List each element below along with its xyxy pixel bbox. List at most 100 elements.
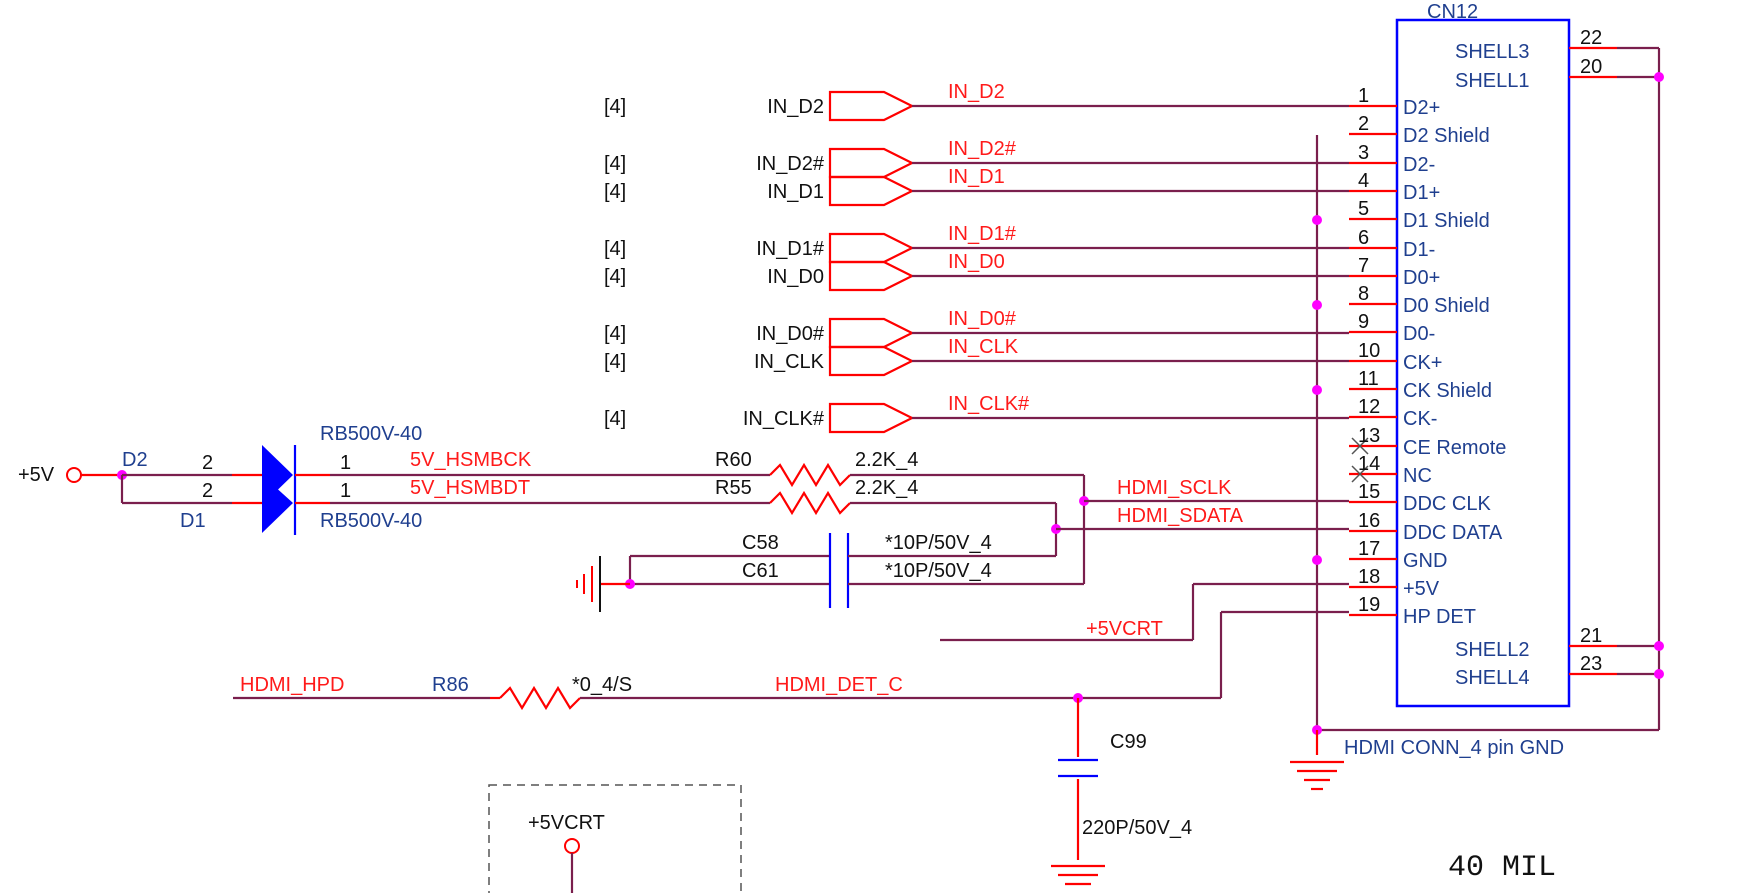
net-hpd: HDMI_HPD bbox=[240, 674, 344, 696]
net-label: IN_D1# bbox=[948, 223, 1017, 245]
r60-ref: R60 bbox=[715, 449, 752, 471]
port-symbol bbox=[828, 147, 915, 179]
box-5vcrt-terminal bbox=[564, 838, 580, 854]
port-symbol bbox=[828, 317, 915, 349]
pin-number: 7 bbox=[1358, 255, 1369, 277]
junction bbox=[1654, 669, 1664, 679]
net-5vcrt: +5VCRT bbox=[1086, 618, 1163, 640]
pin-name: CE Remote bbox=[1403, 437, 1506, 459]
pin-number: 17 bbox=[1358, 538, 1380, 560]
pin-name: D2+ bbox=[1403, 97, 1440, 119]
pin-number: 15 bbox=[1358, 481, 1380, 503]
ground-symbol bbox=[1290, 730, 1344, 791]
net-sclk: HDMI_SCLK bbox=[1117, 477, 1232, 499]
port-name: IN_D2# bbox=[756, 153, 825, 175]
port-symbol bbox=[828, 175, 915, 207]
pin-number: 9 bbox=[1358, 311, 1369, 333]
d2-ref: D2 bbox=[122, 449, 148, 471]
connector-pin: 19 HP DET bbox=[1349, 594, 1476, 628]
pin-number: 4 bbox=[1358, 170, 1369, 192]
r86-ref: R86 bbox=[432, 674, 469, 696]
port-name: IN_D2 bbox=[767, 96, 824, 118]
resistor-r86 bbox=[499, 685, 581, 711]
c61-value: *10P/50V_4 bbox=[885, 560, 992, 582]
connector-ref: CN12 bbox=[1427, 1, 1478, 23]
c58-value: *10P/50V_4 bbox=[885, 532, 992, 554]
junction bbox=[1312, 215, 1322, 225]
box-5vcrt-label: +5VCRT bbox=[528, 812, 605, 834]
d1-ref: D1 bbox=[180, 510, 206, 532]
pin-number: 13 bbox=[1358, 425, 1380, 447]
junction bbox=[1312, 300, 1322, 310]
pin-name: D0+ bbox=[1403, 267, 1440, 289]
pin-number: 1 bbox=[1358, 85, 1369, 107]
pin-number: 2 bbox=[1358, 113, 1369, 135]
pin-number: 6 bbox=[1358, 227, 1369, 249]
d2-pin2: 2 bbox=[202, 452, 213, 474]
port-symbol bbox=[828, 232, 915, 264]
pin-number: 12 bbox=[1358, 396, 1380, 418]
net-label: IN_D1 bbox=[948, 166, 1005, 188]
connector-pin: 8 D0 Shield bbox=[1349, 283, 1490, 317]
resistor-r55 bbox=[769, 490, 851, 516]
net-label: IN_CLK bbox=[948, 336, 1019, 358]
pin-number: 10 bbox=[1358, 340, 1380, 362]
d1-part: RB500V-40 bbox=[320, 510, 422, 532]
pin-number: 8 bbox=[1358, 283, 1369, 305]
d1-pin1: 1 bbox=[340, 480, 351, 502]
pin-name: GND bbox=[1403, 550, 1447, 572]
pin-name: D0 Shield bbox=[1403, 295, 1490, 317]
v5-terminal bbox=[66, 467, 82, 483]
port-ref: [4] bbox=[604, 96, 626, 118]
pin-number: 5 bbox=[1358, 198, 1369, 220]
pin-number: 23 bbox=[1580, 653, 1602, 675]
resistor-r60 bbox=[769, 462, 851, 488]
pin-name: DDC CLK bbox=[1403, 493, 1491, 515]
pin-name: SHELL3 bbox=[1455, 41, 1530, 63]
net-det: HDMI_DET_C bbox=[775, 674, 903, 696]
r55-value: 2.2K_4 bbox=[855, 477, 918, 499]
r86-value: *0_4/S bbox=[572, 674, 632, 696]
port-ref: [4] bbox=[604, 181, 626, 203]
c61-ref: C61 bbox=[742, 560, 779, 582]
pin-number: 19 bbox=[1358, 594, 1380, 616]
diode-d1-symbol bbox=[262, 475, 293, 533]
port-name: IN_CLK# bbox=[743, 408, 825, 430]
port-name: IN_CLK bbox=[754, 351, 825, 373]
c58-ref: C58 bbox=[742, 532, 779, 554]
pin-name: HP DET bbox=[1403, 606, 1476, 628]
pin-name: +5V bbox=[1403, 578, 1440, 600]
port-group: [4]IN_D2IN_D2[4]IN_D2#IN_D2#[4]IN_D1IN_D… bbox=[604, 81, 1349, 434]
connector-pin: 6D1- bbox=[1349, 227, 1435, 261]
net-hsmbck: 5V_HSMBCK bbox=[410, 449, 532, 471]
no-connect-mark bbox=[1351, 465, 1369, 483]
connector-pin: 3D2- bbox=[1349, 142, 1435, 176]
pin-name: CK Shield bbox=[1403, 380, 1492, 402]
net-label: IN_D0# bbox=[948, 308, 1017, 330]
pin-number: 16 bbox=[1358, 510, 1380, 532]
port-symbol bbox=[828, 260, 915, 292]
pin-number: 14 bbox=[1358, 453, 1380, 475]
port-symbol bbox=[828, 90, 915, 122]
junction bbox=[1312, 385, 1322, 395]
pin-name: D1 Shield bbox=[1403, 210, 1490, 232]
net-label: IN_D2 bbox=[948, 81, 1005, 103]
port-symbol bbox=[828, 402, 915, 434]
pin-name: D0- bbox=[1403, 323, 1435, 345]
d2-pin1: 1 bbox=[340, 452, 351, 474]
pin-name: DDC DATA bbox=[1403, 522, 1503, 544]
port-name: IN_D0 bbox=[767, 266, 824, 288]
pin-name: D1- bbox=[1403, 239, 1435, 261]
